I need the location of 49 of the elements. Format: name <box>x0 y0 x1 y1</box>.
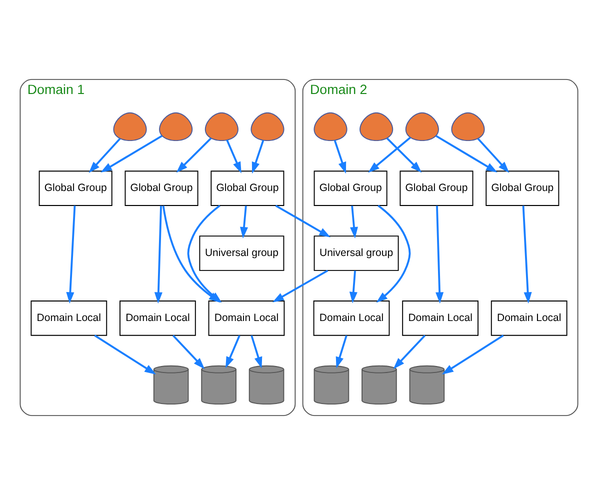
node-box: Global Group <box>210 170 284 206</box>
node-box: Global Group <box>400 170 474 206</box>
node-person <box>113 112 147 142</box>
node-box: Domain Local <box>30 300 108 336</box>
node-box: Domain Local <box>313 300 390 336</box>
arrow <box>272 270 328 302</box>
node-box: Universal group <box>199 236 284 271</box>
arrow <box>176 138 212 173</box>
arrow <box>393 334 426 370</box>
arrow <box>154 206 162 304</box>
arrow <box>275 204 331 238</box>
node-box: Global Group <box>38 170 112 206</box>
node-box: Domain Local <box>208 300 285 336</box>
arrow <box>252 140 264 174</box>
arrow <box>477 138 510 173</box>
arrow <box>226 335 240 368</box>
node-person <box>314 112 348 142</box>
arrow <box>88 138 121 173</box>
arrow <box>94 334 156 375</box>
arrow <box>436 206 444 304</box>
node-box: Global Group <box>486 170 560 206</box>
arrow <box>226 140 242 174</box>
arrow <box>172 334 205 370</box>
arrow <box>376 204 411 303</box>
node-box: Universal group <box>314 236 399 271</box>
arrow <box>436 135 498 172</box>
arrow <box>100 135 162 172</box>
node-box: Global Group <box>124 170 198 206</box>
arrow <box>334 140 346 174</box>
arrow <box>250 335 262 368</box>
node-person <box>451 112 485 142</box>
node-person <box>250 112 284 142</box>
node-box: Domain Local <box>490 300 568 336</box>
arrow <box>336 335 348 368</box>
arrow <box>522 206 532 304</box>
node-box: Domain Local <box>402 300 478 336</box>
arrow <box>368 136 411 173</box>
arrow <box>240 206 248 238</box>
arrow <box>349 270 358 304</box>
node-box: Global Group <box>314 170 388 206</box>
node-box: Domain Local <box>120 300 196 336</box>
node-person <box>360 112 394 142</box>
node-person <box>204 112 238 142</box>
arrow <box>350 206 358 238</box>
node-person <box>159 112 193 142</box>
arrow <box>386 138 422 173</box>
arrow <box>442 334 504 375</box>
arrow <box>66 206 76 304</box>
node-person <box>405 112 439 142</box>
